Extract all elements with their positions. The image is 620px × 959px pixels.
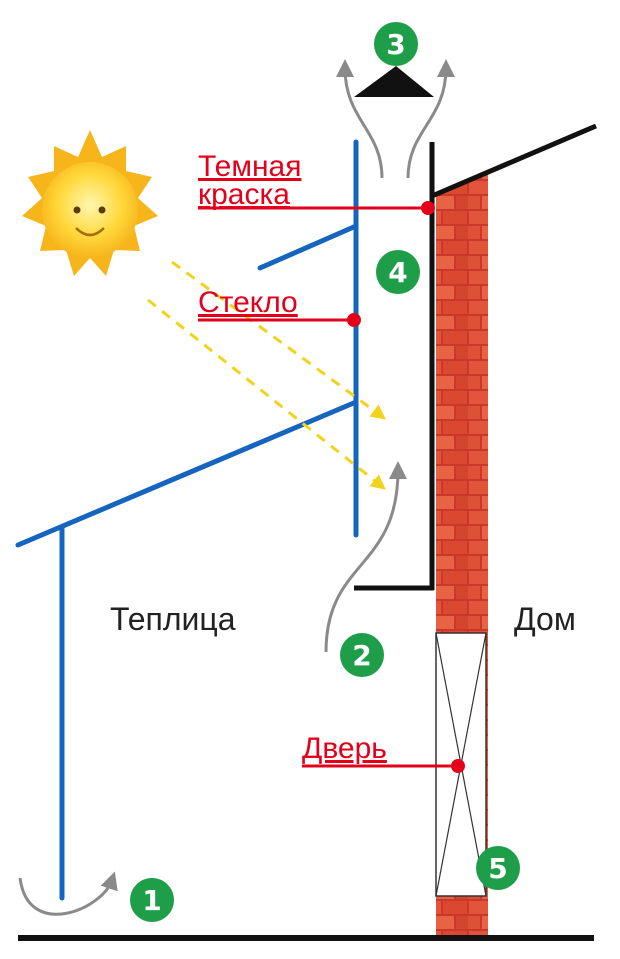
marker-4: 4 [376,250,420,294]
marker-2: 2 [340,633,384,677]
label-glass: Стекло [198,286,298,319]
house-wall-outline [354,123,597,591]
svg-text:5: 5 [488,852,507,885]
sun-rays [147,260,387,490]
leader-lines [198,206,458,768]
svg-text:2: 2 [352,639,371,672]
label-dark-paint-line1: Темная [198,150,301,183]
label-door: Дверь [302,732,387,765]
marker-3: 3 [374,22,418,66]
glass-dot [347,313,361,327]
label-greenhouse: Теплица [110,601,236,637]
sun-icon [22,130,158,276]
dark-paint-dot [421,201,435,215]
airflow-arrows [18,59,455,916]
svg-text:4: 4 [388,256,407,289]
label-house: Дом [514,601,576,637]
marker-1: 1 [130,878,174,922]
door-dot [451,759,465,773]
chimney-cap [354,66,434,97]
marker-5: 5 [476,846,520,890]
svg-text:3: 3 [386,28,405,61]
svg-text:1: 1 [142,884,161,917]
label-dark-paint-line2: краска [198,178,290,211]
